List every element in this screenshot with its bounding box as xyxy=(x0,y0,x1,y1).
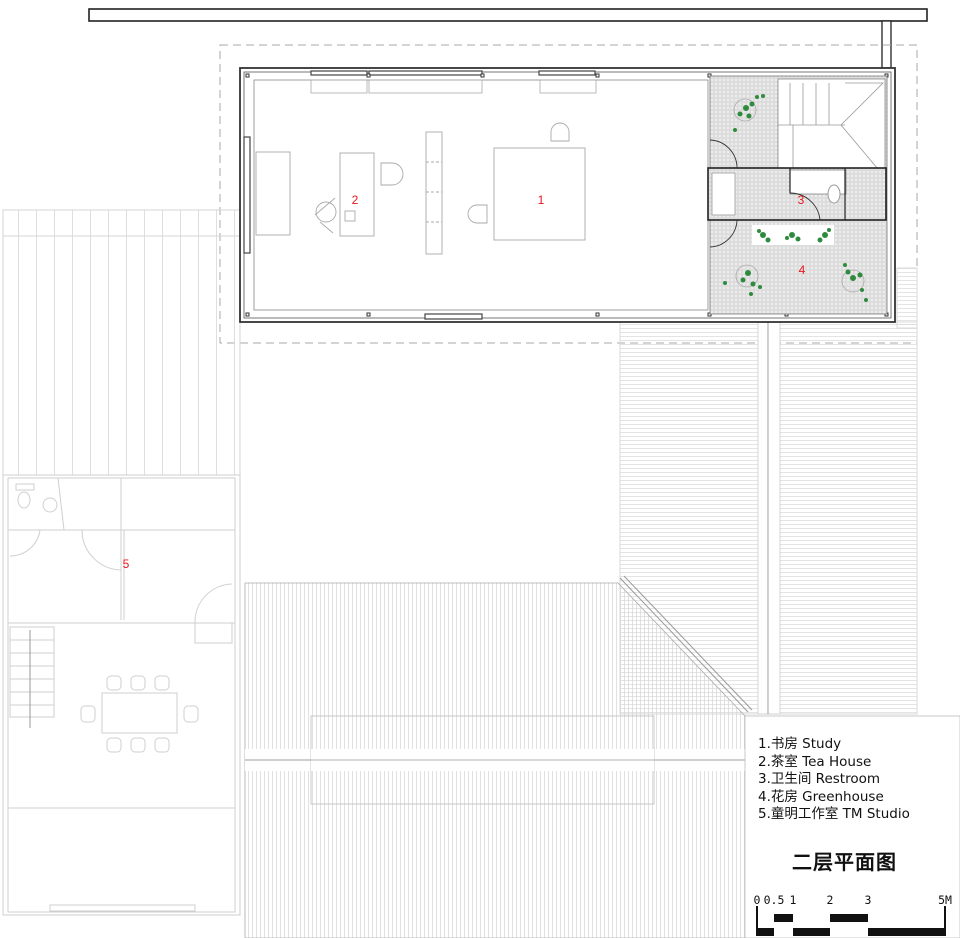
legend-item: 3.卫生间 Restroom xyxy=(758,771,881,787)
legend-item: 2.茶室 Tea House xyxy=(758,753,872,770)
room-label-study: 1 xyxy=(537,193,545,207)
scale-tick-label: 2 xyxy=(826,893,834,907)
drawing-title: 二层平面图 xyxy=(792,850,897,874)
room-label-restroom: 3 xyxy=(797,193,805,207)
legend-item: 1.书房 Study xyxy=(758,736,842,752)
scale-tick-label: 1 xyxy=(789,893,797,907)
roof-outline-dashed xyxy=(219,44,918,344)
main-building xyxy=(239,67,896,323)
plant-icons xyxy=(723,94,868,302)
scale-tick-label: 5M xyxy=(938,893,952,907)
studio-plan xyxy=(2,474,241,916)
legend: 1.书房 Study 2.茶室 Tea House 3.卫生间 Restroom… xyxy=(758,736,910,824)
scale-tick-label: 0.5 xyxy=(763,893,785,907)
room-label-greenhouse: 4 xyxy=(798,263,806,277)
canopy-beam xyxy=(88,8,928,69)
room-label-tm-studio: 5 xyxy=(122,557,130,571)
legend-item: 4.花房 Greenhouse xyxy=(758,788,884,805)
scale-bar xyxy=(756,906,946,936)
left-roof xyxy=(2,209,241,476)
room-label-tea-house: 2 xyxy=(351,193,359,207)
bottom-roof xyxy=(244,575,753,938)
scale-tick-label: 3 xyxy=(864,893,872,907)
scale-tick-label: 0 xyxy=(753,893,761,907)
legend-item: 5.童明工作室 TM Studio xyxy=(758,806,910,822)
legend-panel xyxy=(744,715,960,938)
